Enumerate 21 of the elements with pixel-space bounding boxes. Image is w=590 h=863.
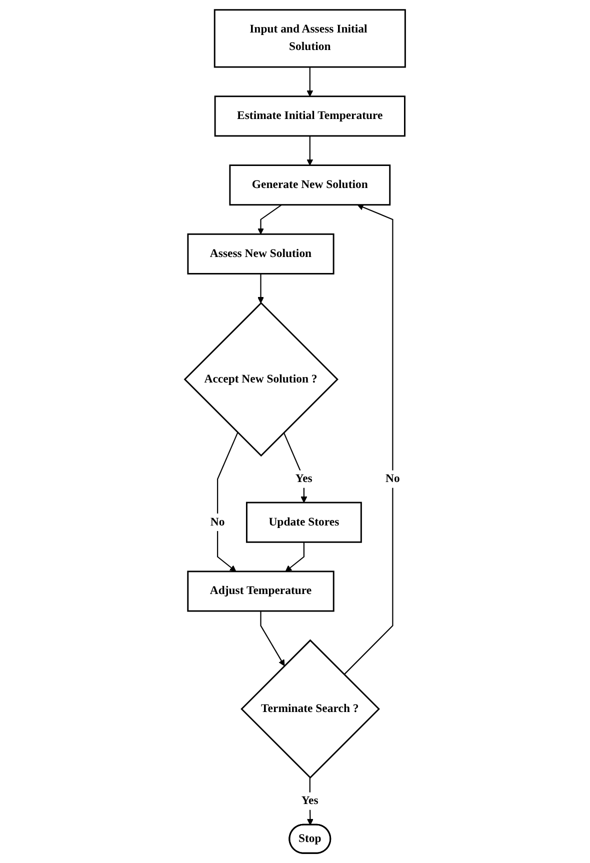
edge-label: Yes: [301, 794, 318, 807]
node-box: Assess New Solution: [187, 233, 334, 274]
arrow: [344, 204, 394, 675]
arrow: [283, 432, 308, 503]
node-box: Estimate Initial Temperature: [214, 96, 406, 137]
node-diamond: Accept New Solution ?: [184, 302, 338, 457]
arrow: [258, 204, 282, 234]
edge-label: No: [210, 516, 225, 528]
node-box: Input and Assess Initial Solution: [214, 9, 406, 68]
arrow: [258, 274, 264, 304]
arrow: [306, 67, 314, 97]
arrow: [260, 611, 285, 666]
arrow: [306, 136, 314, 166]
edge-label: No: [386, 472, 400, 485]
arrow: [285, 542, 304, 572]
node-box: Update Stores: [246, 502, 362, 543]
node-box: Generate New Solution: [229, 164, 391, 206]
arrow: [217, 432, 238, 572]
node-box: Adjust Temperature: [187, 570, 334, 612]
node-diamond: Terminate Search ?: [240, 639, 380, 779]
edge-label: Yes: [295, 472, 312, 485]
